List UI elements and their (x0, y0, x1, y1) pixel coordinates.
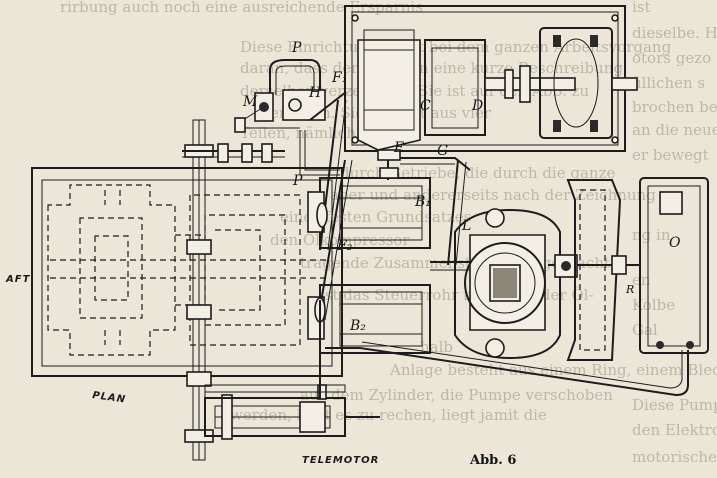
lever-G (400, 157, 471, 266)
label-B1: B₁ (414, 194, 431, 210)
margin-text-line: ist (632, 0, 651, 16)
label-F1: F₁ (331, 70, 347, 86)
margin-text-line: en (632, 271, 651, 289)
plan-outline (31, 167, 343, 377)
background-text-line: rirbung auch noch eine ausreichende Ersp… (60, 0, 423, 16)
controller-O (639, 177, 709, 354)
figure-caption: Abb. 6 (469, 453, 516, 468)
label-aft: AFT (5, 274, 31, 285)
telemotor (204, 384, 380, 440)
background-text-line: eines festen Grundsatzes (280, 208, 471, 226)
margin-text-line: er bewegt (632, 146, 709, 164)
label-E: E (393, 140, 404, 156)
label-G: G (437, 143, 448, 159)
top-pipe (182, 143, 285, 163)
margin-text-line: Diese Pumpe (632, 396, 717, 414)
label-R: R (625, 283, 634, 296)
cable (205, 300, 689, 399)
label-telemotor: TELEMOTOR (302, 455, 379, 466)
background-text-line: Teilen, nämlich (240, 124, 356, 142)
margin-text-line: otors gezo (632, 49, 711, 67)
margin-text-line: ng in (632, 226, 671, 244)
margin-text-line: motorischen. L ist (632, 448, 717, 466)
label-C: C (420, 98, 431, 114)
coupling-E (377, 149, 401, 180)
background-text-line: Diese Einrichtung spielt bei dem ganzen … (240, 38, 672, 56)
label-O: O (669, 235, 681, 251)
margin-text-line: Kolbe (632, 296, 675, 314)
label-P-mid: P (292, 173, 303, 189)
margin-text-line: an die neue A (632, 121, 717, 139)
background-text-line: aber und andererseits nach der Zeichnung (330, 186, 656, 204)
margin-text-line: üllichen s (632, 74, 705, 92)
label-plan: PLAN (92, 390, 127, 406)
background-text-line: ist das Steuerrohr innerhalb der Öl- (320, 286, 594, 304)
right-margin-text-lines: ist dieselbe. Ha otors gezo üllichen s broch… (632, 0, 717, 466)
margin-text-line: den Elektro- (632, 421, 717, 439)
margin-text-line: brochen be (632, 98, 717, 116)
electric-motor (344, 5, 638, 152)
label-L: L (461, 218, 471, 234)
label-H: H (308, 85, 322, 101)
rudder-shaft (184, 119, 214, 461)
label-P-top: P (291, 40, 302, 56)
label-B2: B₂ (349, 318, 366, 334)
margin-text-line: dieselbe. Ha (632, 24, 717, 42)
links-F (314, 99, 353, 323)
label-F2: F₂ (336, 238, 353, 254)
rudder-crosshead (430, 208, 578, 360)
label-D: D (471, 98, 483, 114)
margin-text-line: Gal (632, 321, 658, 339)
label-M: M (242, 94, 258, 110)
slide-R (566, 179, 640, 361)
background-text-line: aus dem Zylinder, die Pumpe verschoben (300, 386, 613, 404)
background-text-line: werden, liegt es zu rechen, liegt jamit … (230, 406, 547, 424)
governor-M-H (234, 59, 347, 176)
